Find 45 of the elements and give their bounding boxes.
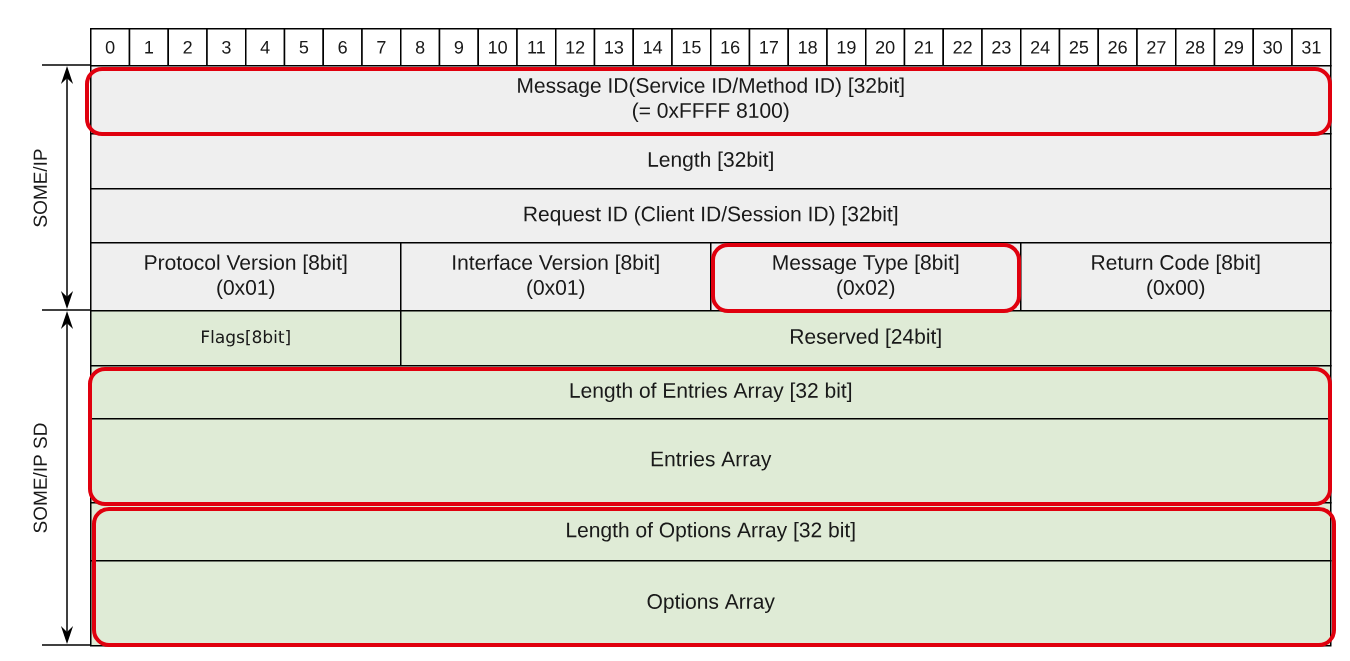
side-label: SOME/IP SD: [33, 423, 47, 533]
bit-number-cell: 6: [322, 28, 363, 67]
bit-number-cell: 12: [555, 28, 596, 67]
bit-number-cell: 24: [1020, 28, 1061, 67]
bit-number-cell: 9: [438, 28, 479, 67]
bit-number-cell: 1: [128, 28, 169, 67]
bit-number-cell: 10: [477, 28, 518, 67]
field-cell: Message ID(Service ID/Method ID) [32bit] (= 0xFFFF 8100): [90, 65, 1332, 135]
bit-number-cell: 22: [942, 28, 983, 67]
field-cell: Protocol Version [8bit] (0x01): [90, 242, 402, 312]
bit-number-cell: 18: [787, 28, 828, 67]
bit-number-cell: 5: [283, 28, 324, 67]
side-label: SOME/IP: [33, 149, 47, 227]
highlight-frame: [92, 507, 1336, 647]
bit-number-cell: 17: [748, 28, 789, 67]
bit-number-cell: 23: [981, 28, 1022, 67]
bit-number-cell: 15: [671, 28, 712, 67]
bit-number-cell: 3: [206, 28, 247, 67]
field-cell: Entries Array: [90, 418, 1332, 504]
bit-number-cell: 26: [1097, 28, 1138, 67]
field-cell: Options Array: [90, 560, 1332, 647]
field-cell: Interface Version [8bit] (0x01): [400, 242, 712, 312]
field-cell: Flags[8bit]: [90, 310, 402, 367]
bit-number-cell: 8: [400, 28, 441, 67]
bit-number-cell: 29: [1213, 28, 1254, 67]
bit-number-cell: 27: [1136, 28, 1177, 67]
bit-number-cell: 4: [245, 28, 286, 67]
bit-number-cell: 31: [1291, 28, 1332, 67]
bit-number-cell: 0: [90, 28, 131, 67]
bit-number-cell: 25: [1058, 28, 1099, 67]
field-cell: Message Type [8bit] (0x02): [710, 242, 1022, 312]
bit-number-cell: 19: [826, 28, 867, 67]
bit-number-cell: 21: [903, 28, 944, 67]
bit-number-cell: 16: [710, 28, 751, 67]
bit-number-cell: 2: [167, 28, 208, 67]
bit-number-cell: 13: [593, 28, 634, 67]
bit-number-cell: 7: [361, 28, 402, 67]
bit-number-cell: 20: [865, 28, 906, 67]
bit-number-cell: 14: [632, 28, 673, 67]
field-cell: Length [32bit]: [90, 133, 1332, 190]
bit-number-cell: 30: [1252, 28, 1293, 67]
highlight-frame: [88, 367, 1332, 506]
field-cell: Return Code [8bit] (0x00): [1020, 242, 1332, 312]
bit-number-cell: 28: [1175, 28, 1216, 67]
bit-number-cell: 11: [516, 28, 557, 67]
